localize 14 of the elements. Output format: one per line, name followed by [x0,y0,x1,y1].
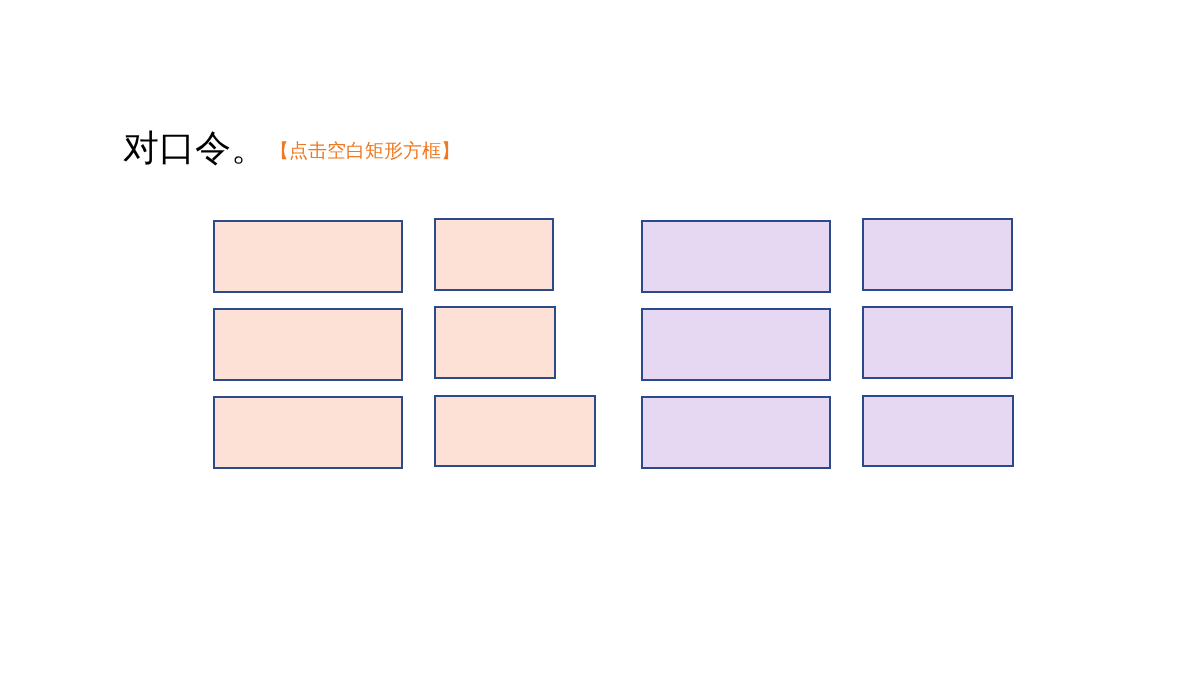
blank-box [213,396,403,469]
blank-box [862,306,1013,379]
blank-box [641,396,831,469]
blank-box [434,395,596,467]
blank-box [434,306,556,379]
blank-box [434,218,554,291]
blank-box [641,220,831,293]
blank-box [862,395,1014,467]
blank-box [862,218,1013,291]
blank-box [213,220,403,293]
blank-box [213,308,403,381]
title: 对口令。 [123,126,267,170]
instruction-text: 【点击空白矩形方框】 [270,138,460,162]
blank-box [641,308,831,381]
